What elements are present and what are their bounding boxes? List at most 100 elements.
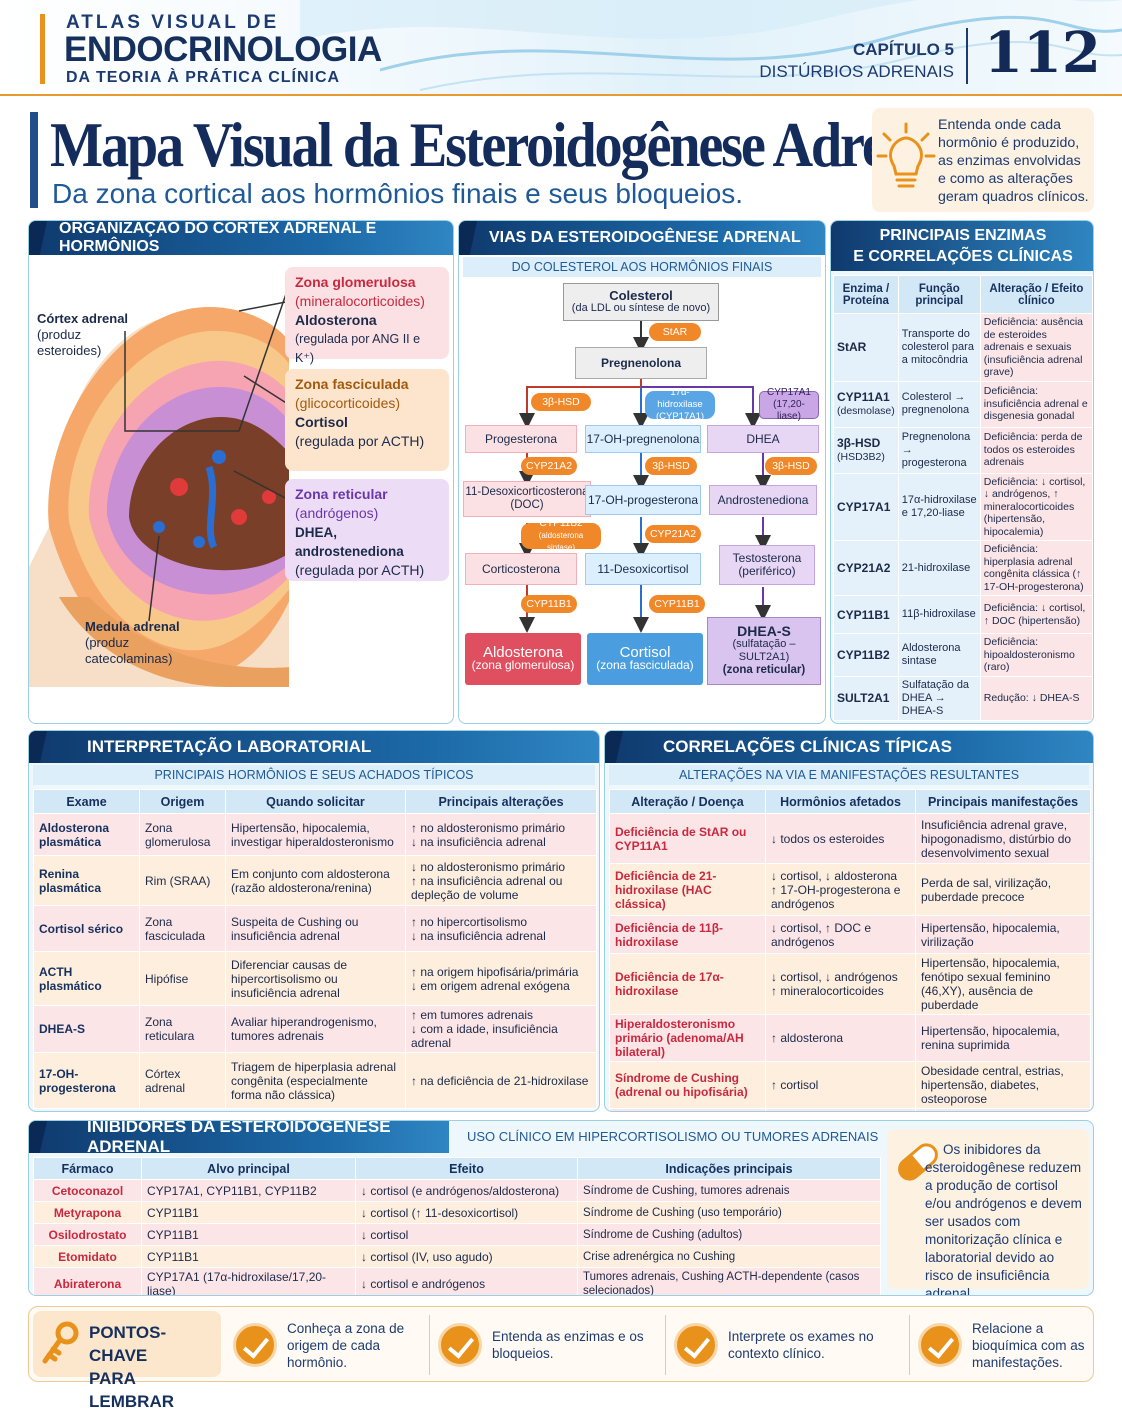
table-cell: Pregnenolona → progesterona — [897, 426, 981, 474]
node-label: (DOC) — [510, 499, 544, 511]
key-point-text: Interprete os exames no contexto clínico… — [728, 1329, 874, 1361]
adrenal-gland-illustration — [29, 307, 289, 687]
enzyme-cyp11b2: CYP11B2 (aldosterona sintase) — [521, 518, 601, 552]
table-cell: Síndrome de Cushing, tumores adrenais — [577, 1179, 881, 1202]
brand-accent-bar — [40, 14, 45, 84]
table-cell: Etomidato — [33, 1245, 142, 1268]
table-cell: CYP21A2 — [833, 540, 899, 596]
clinic-subheading: ALTERAÇÕES NA VIA E MANIFESTAÇÕES RESULT… — [609, 765, 1089, 785]
col-header: Principais alterações — [405, 789, 597, 814]
tip-line: hormônio é produzido, — [938, 135, 1080, 151]
table-cell: ↑ na deficiência de 21-hidroxilase — [405, 1052, 597, 1109]
table-cell: CYP11B1 — [833, 595, 899, 634]
enzyme-3bhsd: 3β-HSD — [645, 457, 697, 475]
table-cell: ↑ aldosterona — [765, 1014, 916, 1062]
table-cell: Insuficiência adrenal grave, hipogonadis… — [915, 813, 1091, 864]
node-sub: (zona glomerulosa) — [471, 658, 575, 672]
enzymes-table: Enzima /Proteína Função principal Altera… — [833, 275, 1093, 721]
cortex-sub: (produz — [37, 327, 82, 342]
table-cell: Córtex adrenal — [139, 1052, 226, 1109]
col-header: Alvo principal — [141, 1157, 356, 1180]
table-row: Tumor adrenal produtor de andrógenos↑ DH… — [609, 1108, 1091, 1111]
table-cell: Hipófise — [139, 951, 226, 1006]
col-header: Função principal — [897, 275, 981, 314]
col-header: Fármaco — [33, 1157, 142, 1180]
tip-line: as enzimas envolvidas — [938, 153, 1081, 169]
table-cell: CYP11A1(desmolase) — [833, 380, 899, 428]
key-point-text: Entenda as enzimas e os bloqueios. — [492, 1329, 644, 1361]
enzyme-name: 3β-HSD — [837, 436, 881, 450]
node-cortisol: Cortisol (zona fasciculada) — [587, 633, 703, 685]
enzyme-name: CYP11A1 — [837, 390, 890, 404]
table-cell: Deficiência: ausência de esteroides adre… — [979, 313, 1093, 382]
table-cell: Síndrome de Cushing (adrenal ou hipofisá… — [609, 1061, 766, 1109]
table-cell: ↓ cortisol (↑ 11-desoxicortisol) — [355, 1201, 578, 1224]
table-cell: ↓ cortisol e andrógenos — [355, 1267, 578, 1295]
node-pregnenolone: Pregnenolona — [575, 347, 707, 379]
zone-type: (mineralocorticoides) — [295, 293, 425, 309]
medulla-label: Medula adrenal — [85, 619, 180, 634]
cortex-panel: ORGANIZAÇÃO DO CÓRTEX ADRENAL E HORMÔNIO… — [28, 220, 454, 724]
table-cell: Renina plasmática — [33, 855, 140, 906]
key-points-label-box: PONTOS-CHAVE PARA LEMBRAR — [33, 1311, 221, 1411]
table-cell: 3β-HSD(HSD3B2) — [833, 426, 899, 474]
enzyme-cyp21a2: CYP21A2 — [521, 457, 577, 475]
page-number: 112 — [984, 20, 1101, 86]
checkmark-icon — [233, 1323, 277, 1367]
brand-line3: DA TEORIA À PRÁTICA CLÍNICA — [66, 69, 341, 86]
table-cell: ↓ cortisol (IV, uso agudo) — [355, 1245, 578, 1268]
zone-regulation: (regulada por ACTH) — [295, 562, 425, 578]
zone-type: (glicocorticoides) — [295, 395, 401, 411]
table-cell: Perda de sal, virilização, puberdade pre… — [915, 863, 1091, 916]
table-cell: Cortisol sérico — [33, 905, 140, 952]
zone-type: (andrógenos) — [295, 505, 379, 521]
zone-name: Zona reticular — [295, 486, 388, 502]
node-sub: (da LDL ou síntese de novo) — [571, 302, 711, 314]
table-cell: Deficiência de StAR ou CYP11A1 — [609, 813, 766, 864]
table-cell: Hipertensão, hipocalemia, investigar hip… — [225, 813, 406, 856]
node-label: Aldosterona — [482, 644, 564, 661]
table-cell: 17-OH-progesterona — [33, 1052, 140, 1109]
checkmark-icon — [438, 1323, 482, 1367]
inhibitor-note-box: Os inibidores da esteroidogênese reduzem… — [887, 1129, 1089, 1295]
table-cell: ↓ cortisol, ↓ andrógenos ↑ mineralocorti… — [765, 953, 916, 1015]
col-header: Hormônios afetados — [765, 789, 916, 814]
zone-regulation: (regulada por ANG II e K⁺) — [295, 332, 421, 365]
zone-glomerulosa: Zona glomerulosa (mineralocorticoides) A… — [285, 267, 449, 365]
node-sub: (sulfatação – SULT2A1) — [732, 638, 796, 663]
table-cell: Deficiência: perda de todos os esteroide… — [979, 426, 1093, 474]
node-sub: (zona fasciculada) — [596, 658, 694, 672]
enzyme-17-20-lyase: CYP17A1 (17,20-liase) — [759, 387, 819, 422]
table-row: Hiperaldosteronismo primário (adenoma/AH… — [609, 1014, 1091, 1062]
table-cell: ↓ todos os esteroides — [765, 813, 916, 864]
key-points-label: PARA LEMBRAR — [89, 1369, 174, 1411]
zone-name: Zona glomerulosa — [295, 274, 416, 290]
table-cell: CYP17A1 — [833, 472, 899, 541]
table-cell: Crise adrenérgica no Cushing — [577, 1245, 881, 1268]
enzyme-sub: (desmolase) — [837, 405, 895, 417]
table-cell: Deficiência de 21-hidroxilase (HAC cláss… — [609, 863, 766, 916]
table-cell: Deficiência de 17α-hidroxilase — [609, 953, 766, 1015]
table-cell: ↑ DHEA-S / androstenediona — [765, 1108, 916, 1111]
page-divider — [966, 28, 968, 84]
clinic-heading: CORRELAÇÕES CLÍNICAS TÍPICAS — [605, 731, 1093, 763]
lightbulb-icon — [876, 122, 936, 188]
enzyme-label: 17α-hidroxilase — [657, 387, 703, 410]
brand-line2: ENDOCRINOLOGIA — [64, 30, 382, 69]
inhibitors-subheading: USO CLÍNICO EM HIPERCORTISOLISMO OU TUMO… — [467, 1129, 879, 1144]
table-cell: Triagem de hiperplasia adrenal congênita… — [225, 1052, 406, 1109]
zone-regulation: (regulada por ACTH) — [295, 433, 425, 449]
key-points-bar: PONTOS-CHAVE PARA LEMBRAR Conheça a zona… — [28, 1306, 1094, 1411]
enzyme-name: StAR — [837, 340, 867, 355]
heading-line: PRINCIPAIS ENZIMAS — [879, 227, 1047, 244]
col-header: Alteração / Efeito clínico — [979, 275, 1093, 314]
enzyme-label: CYP17A1 — [767, 387, 811, 398]
table-cell: 11β-hidroxilase — [897, 595, 981, 634]
page-title: Mapa Visual da Esteroidogênese Adrenal — [50, 109, 955, 180]
